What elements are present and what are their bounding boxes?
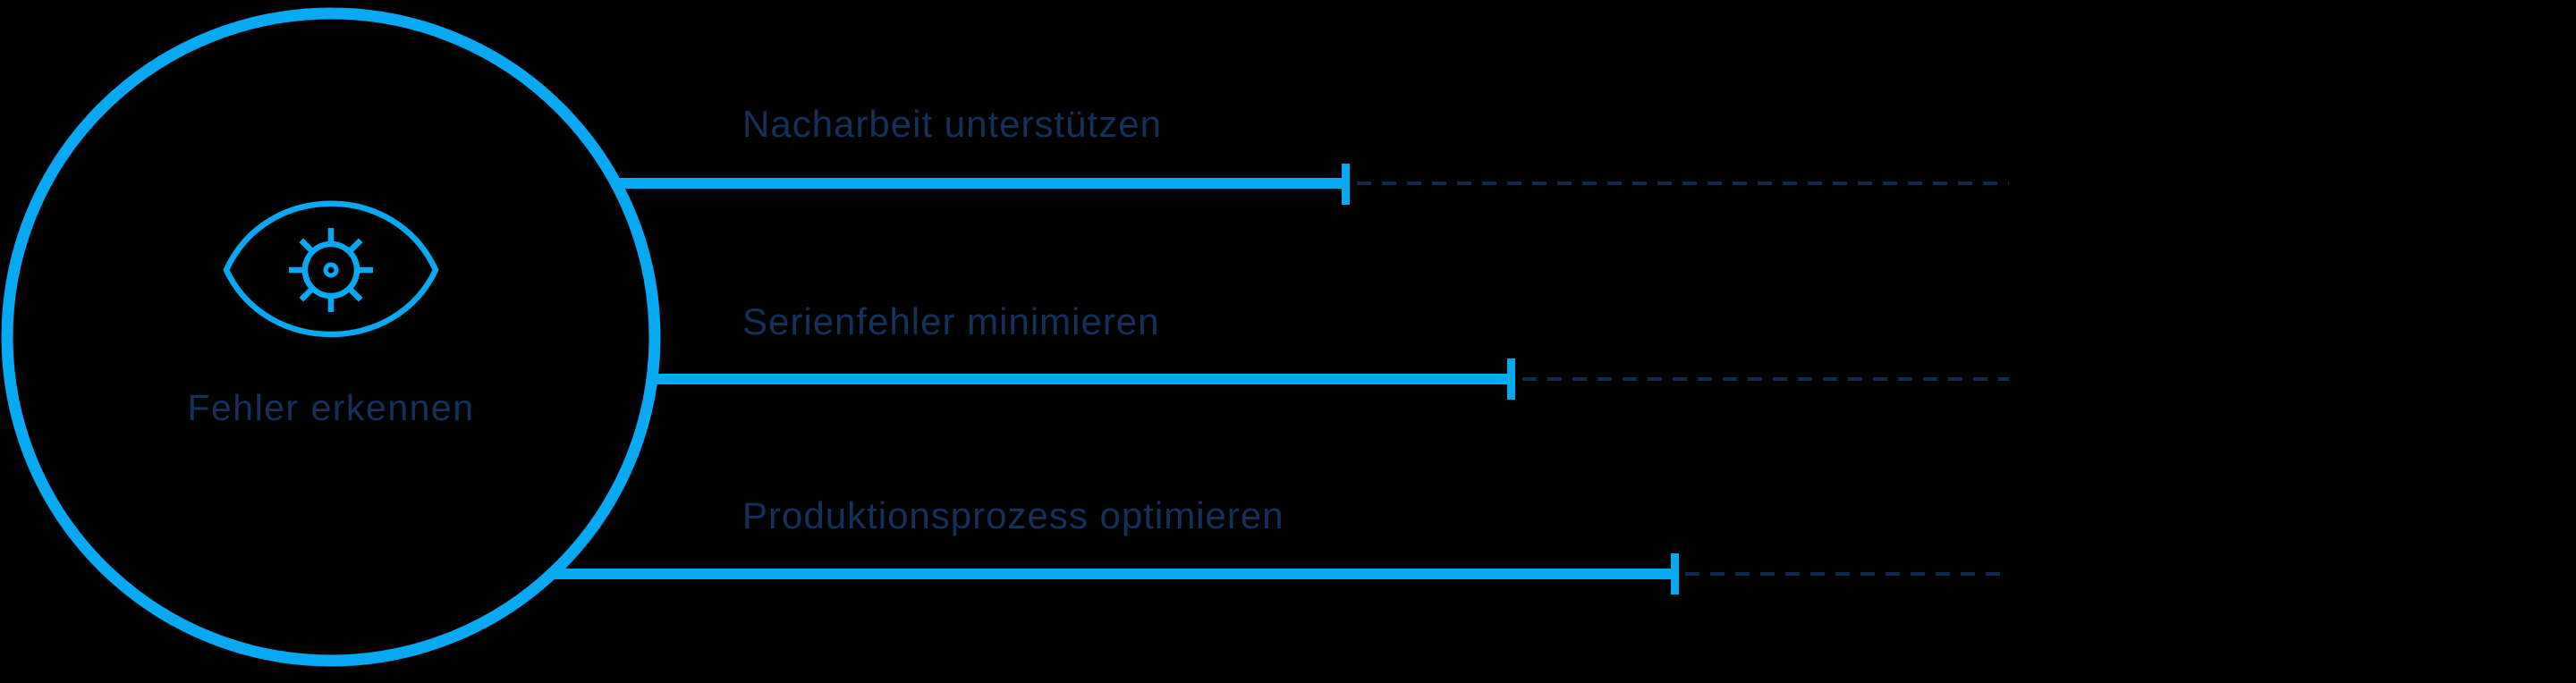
branch-label: Serienfehler minimieren xyxy=(742,300,1160,342)
branch-connector-line xyxy=(649,374,1507,384)
hub-label: Fehler erkennen xyxy=(187,387,475,428)
branch-dashed-line xyxy=(1357,181,2009,185)
branch-connector-line xyxy=(549,569,1671,579)
hub-circle xyxy=(1,7,661,667)
eye-outline xyxy=(223,200,439,338)
branch-dashed-line xyxy=(1685,572,2004,576)
eye-iris xyxy=(301,240,360,299)
branch-end-tick xyxy=(1671,553,1679,594)
eye-iris-rays xyxy=(289,228,373,312)
branch-dashed-line xyxy=(1522,377,2009,381)
branch-connector-line xyxy=(613,178,1342,189)
eye-icon xyxy=(223,200,439,338)
branch-end-tick xyxy=(1507,358,1515,400)
eye-pupil xyxy=(323,262,339,278)
branch-end-tick xyxy=(1342,164,1350,205)
branch-label: Nacharbeit unterstützen xyxy=(742,103,1162,145)
branch-label: Produktionsprozess optimieren xyxy=(742,494,1284,536)
